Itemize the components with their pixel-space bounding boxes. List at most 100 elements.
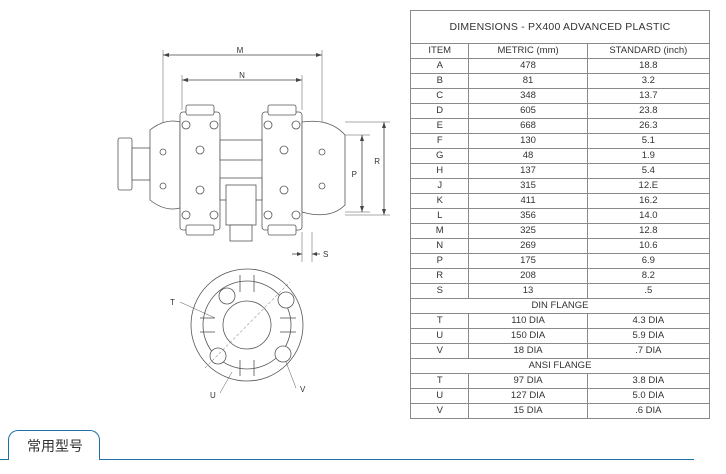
standard-cell: 3.8 DIA	[586, 373, 711, 389]
standard-cell: 5.0 DIA	[586, 388, 711, 404]
label-r: R	[374, 157, 380, 166]
standard-cell: 13.7	[586, 88, 711, 104]
metric-cell: 325	[468, 223, 588, 239]
section-divider	[100, 459, 694, 460]
metric-cell: 81	[468, 73, 588, 89]
item-cell: K	[409, 193, 470, 209]
section-tab-label: 常用型号	[27, 438, 83, 454]
metric-cell: 18 DIA	[468, 343, 588, 359]
dimension-s: S	[292, 232, 328, 262]
item-cell: T	[409, 373, 470, 389]
dimensions-table: DIMENSIONS - PX400 ADVANCED PLASTIC ITEM…	[409, 10, 711, 419]
metric-cell: 478	[468, 58, 588, 74]
pump-front-view	[117, 104, 346, 242]
standard-cell: 5.9 DIA	[586, 328, 711, 344]
label-m: M	[237, 46, 244, 55]
column-header-item: ITEM	[409, 43, 470, 59]
metric-cell: 97 DIA	[468, 373, 588, 389]
label-v: V	[300, 385, 306, 394]
standard-cell: 6.9	[586, 253, 711, 269]
metric-cell: 137	[468, 163, 588, 179]
item-cell: D	[409, 103, 470, 119]
label-t: T	[170, 298, 175, 307]
metric-cell: 315	[468, 178, 588, 194]
table-header-row: ITEM METRIC (mm) STANDARD (inch)	[409, 43, 711, 59]
standard-cell: .6 DIA	[586, 403, 711, 419]
metric-cell: 150 DIA	[468, 328, 588, 344]
item-cell: F	[409, 133, 470, 149]
pump-dimension-drawing: M N	[117, 46, 390, 400]
metric-cell: 175	[468, 253, 588, 269]
label-n: N	[239, 71, 245, 80]
table-title: DIMENSIONS - PX400 ADVANCED PLASTIC	[410, 10, 710, 44]
metric-cell: 208	[468, 268, 588, 284]
label-s: S	[323, 250, 328, 259]
section-tab: 常用型号	[8, 430, 100, 460]
dimension-p: P	[345, 134, 370, 213]
item-cell: A	[409, 58, 470, 74]
standard-cell: 16.2	[586, 193, 711, 209]
standard-cell: 10.6	[586, 238, 711, 254]
metric-cell: 110 DIA	[468, 313, 588, 329]
column-header-standard: STANDARD (inch)	[586, 43, 711, 59]
dimension-n: N	[181, 71, 303, 110]
item-cell: J	[409, 178, 470, 194]
standard-cell: 12.8	[586, 223, 711, 239]
standard-cell: 14.0	[586, 208, 711, 224]
metric-cell: 356	[468, 208, 588, 224]
metric-cell: 348	[468, 88, 588, 104]
standard-cell: 8.2	[586, 268, 711, 284]
item-cell: N	[409, 238, 470, 254]
item-cell: T	[409, 313, 470, 329]
standard-cell: .7 DIA	[586, 343, 711, 359]
standard-cell: 4.3 DIA	[586, 313, 711, 329]
metric-cell: 48	[468, 148, 588, 164]
standard-cell: 12.E	[586, 178, 711, 194]
metric-cell: 127 DIA	[468, 388, 588, 404]
item-cell: G	[409, 148, 470, 164]
standard-cell: 5.4	[586, 163, 711, 179]
standard-cell: 18.8	[586, 58, 711, 74]
item-cell: V	[409, 343, 470, 359]
standard-cell: 26.3	[586, 118, 711, 134]
item-cell: E	[409, 118, 470, 134]
flange-view	[190, 268, 304, 382]
metric-cell: 269	[468, 238, 588, 254]
din-flange-heading: DIN FLANGE	[410, 298, 710, 314]
item-cell: S	[409, 283, 470, 299]
metric-cell: 15 DIA	[468, 403, 588, 419]
dimension-r: R	[345, 121, 390, 216]
standard-cell: 23.8	[586, 103, 711, 119]
metric-cell: 605	[468, 103, 588, 119]
item-cell: V	[409, 403, 470, 419]
section-divider-left	[0, 459, 8, 460]
metric-cell: 668	[468, 118, 588, 134]
item-cell: P	[409, 253, 470, 269]
item-cell: B	[409, 73, 470, 89]
label-p: P	[352, 170, 357, 179]
standard-cell: 5.1	[586, 133, 711, 149]
metric-cell: 13	[468, 283, 588, 299]
item-cell: U	[409, 388, 470, 404]
